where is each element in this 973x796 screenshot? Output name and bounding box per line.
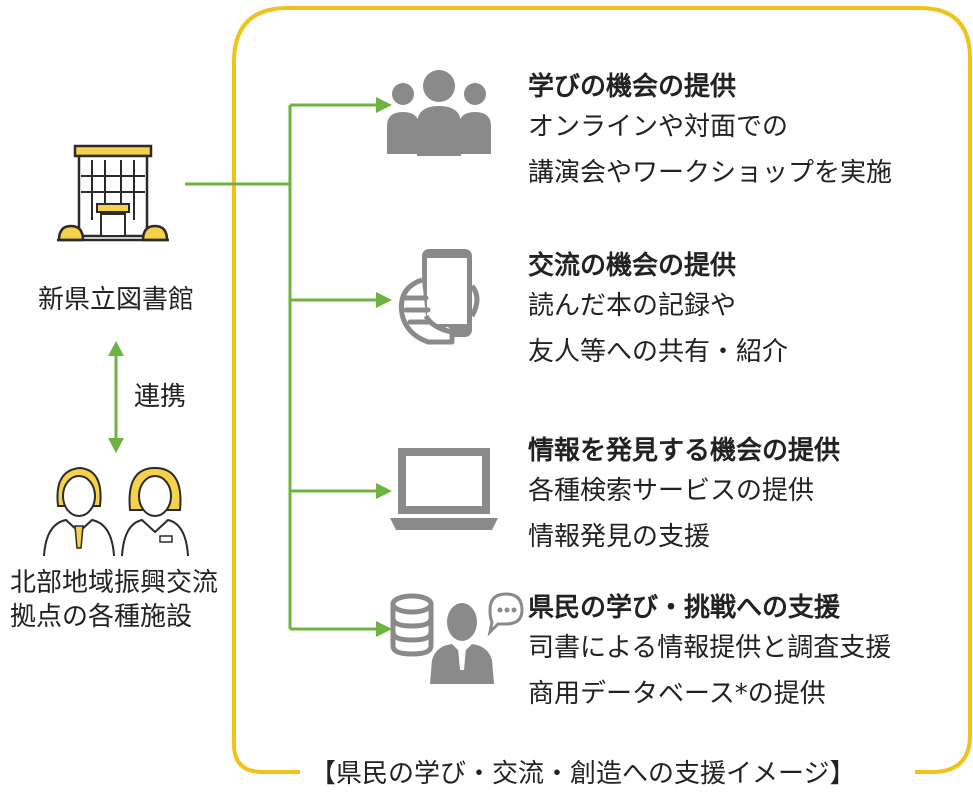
service-block-support: 県民の学び・挑戦への支援 司書による情報提供と調査支援 商用データベース*の提供 — [528, 591, 891, 717]
branch-arrowhead — [376, 292, 392, 308]
link-arrowhead-down — [108, 438, 124, 453]
link-arrowhead-up — [108, 341, 124, 356]
service-desc-line: オンラインや対面での — [528, 112, 789, 142]
database-consultant-icon — [390, 592, 524, 684]
library-name: 新県立図書館 — [38, 285, 195, 315]
service-desc-line: 司書による情報提供と調査支援 — [528, 633, 892, 663]
service-desc-line: 商用データベース*の提供 — [528, 679, 826, 709]
service-title: 交流の機会の提供 — [528, 251, 737, 281]
service-title: 県民の学び・挑戦への支援 — [528, 593, 841, 623]
service-title: 学びの機会の提供 — [528, 72, 737, 102]
service-block-learning: 学びの機会の提供 オンラインや対面での 講演会やワークショップを実施 — [528, 70, 892, 196]
service-desc-line: 情報発見の支援 — [528, 522, 711, 552]
service-desc-line: 友人等への共有・紹介 — [528, 337, 789, 367]
library-building-icon — [57, 144, 169, 242]
service-block-discovery: 情報を発見する機会の提供 各種検索サービスの提供 情報発見の支援 — [528, 434, 840, 560]
service-block-exchange: 交流の機会の提供 読んだ本の記録や 友人等への共有・紹介 — [528, 249, 788, 375]
laptop-icon — [390, 448, 498, 530]
service-desc-line: 講演会やワークショップを実施 — [528, 158, 893, 188]
people-group-icon — [387, 70, 491, 156]
facilities-name-line1: 北部地域振興交流 — [10, 568, 219, 598]
branch-arrowhead — [376, 621, 392, 637]
service-title: 情報を発見する機会の提供 — [528, 436, 841, 466]
diagram-caption: 【県民の学び・交流・創造への支援イメージ】 — [304, 757, 862, 791]
branch-arrowhead — [376, 97, 392, 113]
branch-arrowhead — [376, 483, 392, 499]
smartphone-hand-icon — [398, 249, 480, 345]
service-desc-line: 各種検索サービスの提供 — [528, 476, 815, 506]
service-desc-line: 読んだ本の記録や — [528, 291, 737, 321]
staff-people-icon — [43, 466, 189, 557]
support-frame — [232, 6, 972, 774]
facilities-name-line2: 拠点の各種施設 — [10, 602, 193, 632]
link-label: 連携 — [134, 382, 187, 412]
